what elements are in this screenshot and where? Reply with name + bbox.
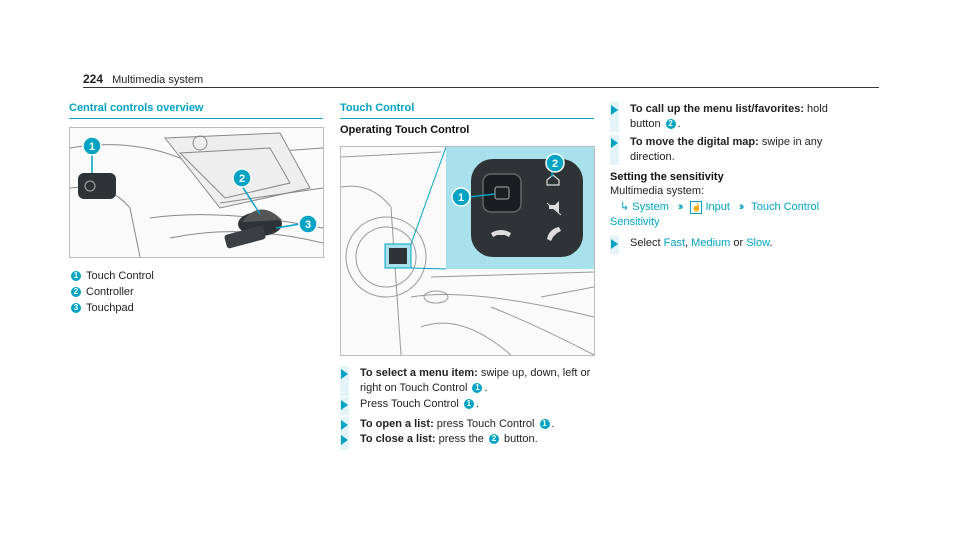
legend-item: 2 Controller — [69, 284, 154, 300]
hand-touch-icon: ☝ — [690, 200, 703, 214]
controller-knob-illustration — [224, 209, 282, 249]
figure-callout-3: 3 — [305, 219, 311, 231]
section-rule — [340, 118, 594, 119]
touch-control-panel — [471, 159, 583, 257]
option-medium[interactable]: Medium — [691, 237, 731, 249]
menu-path: ↳ System ›› ☝ Input ›› Touch Control — [620, 200, 860, 215]
menu-path-system[interactable]: System — [632, 201, 669, 213]
step-text-end: . — [475, 398, 479, 410]
return-arrow-icon: ↳ — [620, 201, 630, 213]
figure-touch-control: 1 2 — [340, 146, 595, 356]
step-text: press Touch Control — [433, 418, 538, 430]
step-arrow-icon — [341, 435, 348, 445]
step-number: 1 — [472, 383, 483, 394]
instruction-step: To close a list: press the 2 button. — [340, 432, 594, 450]
step-arrow-icon — [611, 105, 618, 115]
step-text-end: . — [677, 118, 681, 130]
step-bold: To select a menu item: — [360, 367, 478, 379]
step-arrow-icon — [341, 400, 348, 410]
step-arrow-icon — [341, 420, 348, 430]
subsection-title: Operating Touch Control — [340, 124, 470, 136]
figure-callout-2: 2 — [552, 158, 558, 170]
instruction-step: To select a menu item: swipe up, down, l… — [340, 366, 594, 396]
step-text: Select — [630, 237, 664, 249]
legend-number: 1 — [71, 271, 81, 282]
step-text-end: . — [551, 418, 555, 430]
step-number: 1 — [463, 399, 474, 410]
step-bar — [610, 102, 619, 132]
instruction-step: To open a list: press Touch Control 1. — [340, 417, 594, 435]
phone-hangup-icon — [491, 230, 511, 237]
figure-central-controls: 1 2 3 — [69, 127, 324, 258]
step-arrow-icon — [341, 369, 348, 379]
legend-number: 2 — [71, 287, 81, 298]
step-bold: To close a list: — [360, 433, 436, 445]
step-text-end: . — [769, 237, 773, 249]
legend-number: 3 — [71, 303, 81, 314]
step-bold: To open a list: — [360, 418, 434, 430]
step-arrow-icon — [611, 239, 618, 249]
figure-callout-2: 2 — [239, 173, 245, 185]
instruction-step: Press Touch Control 1. — [340, 397, 594, 415]
menu-path-sensitivity[interactable]: Sensitivity — [610, 216, 660, 228]
menu-path-input[interactable]: Input — [705, 201, 730, 213]
step-text: swipe in any direction. — [630, 136, 823, 163]
step-text-end: . — [484, 382, 488, 394]
mute-icon — [546, 201, 562, 216]
legend-label: Touchpad — [86, 302, 134, 314]
sensitivity-heading: Setting the sensitivity — [610, 171, 724, 183]
option-slow[interactable]: Slow — [746, 237, 770, 249]
section-title-touch-control: Touch Control — [340, 102, 415, 114]
chevron-double-right-icon: ›› — [739, 201, 745, 213]
figure-legend: 1 Touch Control 2 Controller 3 Touchpad — [69, 268, 154, 316]
option-separator: , — [685, 237, 692, 249]
option-fast[interactable]: Fast — [663, 237, 686, 249]
central-controls-illustration: 1 2 3 — [70, 132, 323, 257]
step-text-end: button. — [500, 433, 538, 445]
chevron-double-right-icon: ›› — [678, 201, 684, 213]
step-text: Press Touch Control — [360, 398, 462, 410]
step-bold: To call up the menu list/favorites: — [630, 103, 804, 115]
instruction-step: To call up the menu list/favorites: hold… — [610, 102, 860, 132]
option-separator: or — [730, 237, 747, 249]
figure-callout-1: 1 — [458, 192, 464, 204]
touch-control-illustration: 1 2 — [341, 147, 594, 355]
header-rule — [83, 87, 879, 88]
step-text: press the — [435, 433, 487, 445]
step-number: 1 — [539, 419, 550, 430]
sensitivity-intro: Multimedia system: — [610, 185, 705, 197]
step-number: 2 — [665, 119, 676, 130]
step-number: 2 — [488, 434, 499, 445]
instruction-step: To move the digital map: swipe in any di… — [610, 135, 860, 165]
page-header: 224 Multimedia system — [83, 72, 203, 86]
figure-callout-1: 1 — [89, 141, 95, 153]
section-title-central-controls: Central controls overview — [69, 102, 204, 114]
legend-label: Touch Control — [86, 270, 154, 282]
step-bar — [610, 135, 619, 165]
instruction-step: Select Fast, Medium or Slow. — [610, 236, 860, 254]
section-rule — [69, 118, 323, 119]
step-text: swipe up, down, left or right on Touch C… — [360, 367, 591, 394]
legend-label: Controller — [86, 286, 134, 298]
phone-accept-icon — [547, 227, 561, 241]
legend-item: 3 Touchpad — [69, 300, 154, 316]
step-bold: To move the digital map: — [630, 136, 759, 148]
page-number: 224 — [83, 72, 104, 86]
menu-path-touch-control[interactable]: Touch Control — [751, 201, 820, 213]
step-arrow-icon — [611, 138, 618, 148]
step-text: hold button — [630, 103, 828, 130]
step-bar — [340, 366, 349, 396]
touch-control-pad-illustration — [78, 173, 116, 199]
legend-item: 1 Touch Control — [69, 268, 154, 284]
page-header-title: Multimedia system — [112, 74, 204, 86]
